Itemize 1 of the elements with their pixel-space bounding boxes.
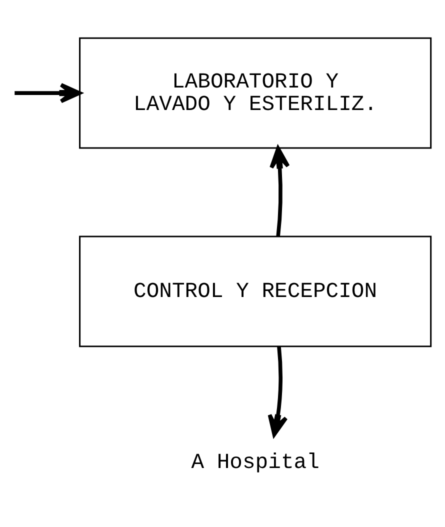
node-text: A Hospital (191, 450, 320, 475)
